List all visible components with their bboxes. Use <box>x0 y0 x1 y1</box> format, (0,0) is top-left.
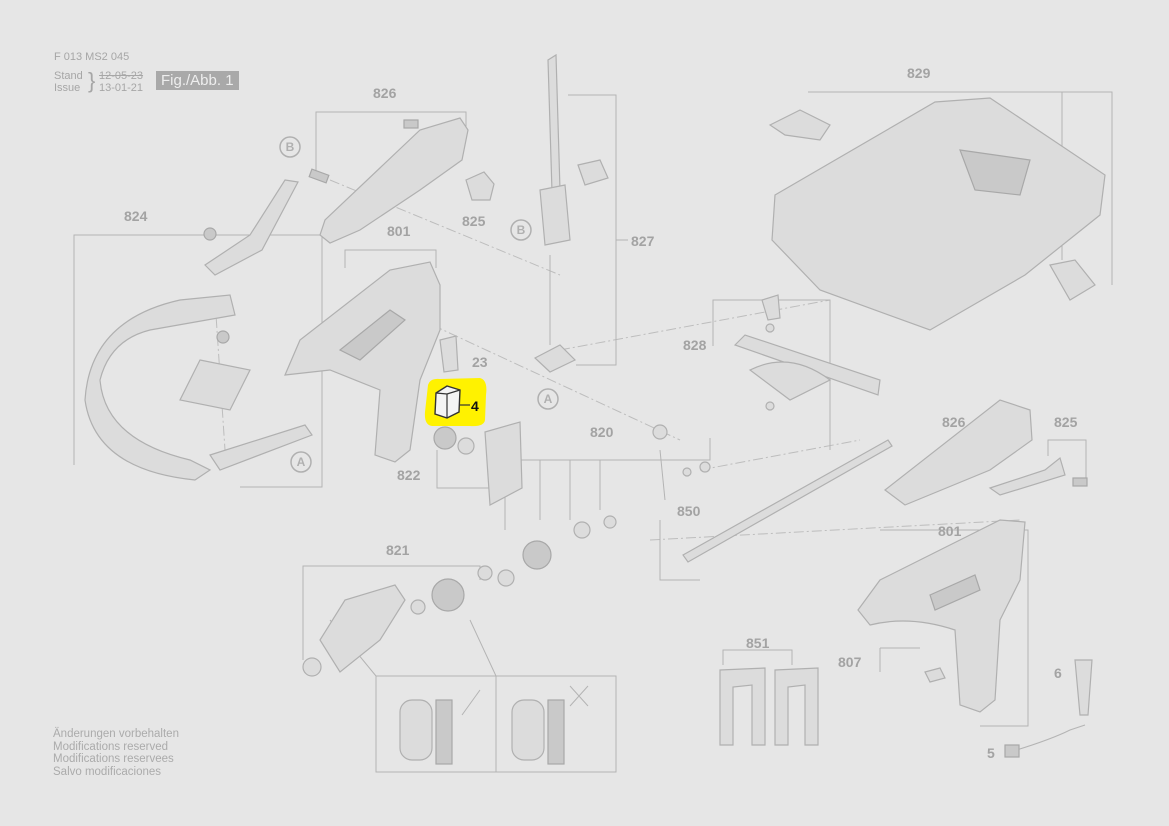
label-825-b: 825 <box>1054 414 1078 430</box>
part-827-blade-guide <box>533 53 609 373</box>
callout-a-2-text: A <box>544 392 553 406</box>
callout-b-2: B <box>510 219 532 241</box>
label-850: 850 <box>677 503 701 519</box>
part-851-clamps <box>719 667 819 746</box>
label-824: 824 <box>124 208 148 224</box>
label-807: 807 <box>838 654 862 670</box>
part-850-rail <box>682 439 893 563</box>
callout-b-1: B <box>279 136 301 158</box>
issue-date: 13-01-21 <box>99 82 144 94</box>
label-827: 827 <box>631 233 655 249</box>
part-4-switch <box>434 385 470 419</box>
label-820: 820 <box>590 424 614 440</box>
label-821: 821 <box>386 542 410 558</box>
label-6: 6 <box>1054 665 1062 681</box>
callout-a-1-text: A <box>297 455 306 469</box>
issue-label: Issue <box>54 82 81 94</box>
part-825-clip-assembled <box>988 456 1088 496</box>
label-822: 822 <box>397 467 421 483</box>
part-6-brush <box>1074 659 1093 716</box>
note-de: Änderungen vorbehalten <box>53 728 179 740</box>
part-labels: 826 825 824 801 827 23 4 822 820 821 829… <box>124 65 1078 761</box>
label-825: 825 <box>462 213 486 229</box>
part-801-housing <box>284 261 459 463</box>
label-851: 851 <box>746 635 770 651</box>
part-825-clip <box>465 171 495 201</box>
stand-label: Stand <box>54 70 83 82</box>
part-822-gearbox <box>433 421 523 506</box>
part-820-shaft <box>522 424 711 570</box>
doc-number: F 013 MS2 045 <box>54 51 130 63</box>
note-fr: Modifications reservees <box>53 753 174 765</box>
part-826-handle-assembled <box>884 399 1033 506</box>
note-es: Salvo modificaciones <box>53 765 162 778</box>
callout-b-2-text: B <box>517 223 526 237</box>
note-en: Modifications reserved <box>53 740 169 753</box>
label-826-b: 826 <box>942 414 966 430</box>
stand-date: 12-05-23 <box>99 70 144 82</box>
callout-a-2: A <box>537 388 559 410</box>
part-824-stand <box>84 179 313 481</box>
detail-inset <box>399 685 589 765</box>
brace: } <box>88 68 96 93</box>
part-828-mitre-gauge <box>733 294 881 411</box>
label-828: 828 <box>683 337 707 353</box>
part-5-cable <box>1004 724 1086 758</box>
label-23: 23 <box>472 354 488 370</box>
part-821-motor <box>302 565 515 677</box>
label-5: 5 <box>987 745 995 761</box>
figure-label: Fig./Abb. 1 <box>156 71 239 90</box>
label-826: 826 <box>373 85 397 101</box>
label-4: 4 <box>471 398 479 414</box>
label-801: 801 <box>387 223 411 239</box>
callout-b-1-text: B <box>286 140 295 154</box>
label-829: 829 <box>907 65 931 81</box>
part-801-assembled <box>857 519 1026 713</box>
callout-a-1: A <box>290 451 312 473</box>
part-829-table <box>768 97 1106 331</box>
part-826-handle <box>308 117 469 244</box>
notes: Änderungen vorbehalten Modifications res… <box>53 728 179 778</box>
label-801-b: 801 <box>938 523 962 539</box>
